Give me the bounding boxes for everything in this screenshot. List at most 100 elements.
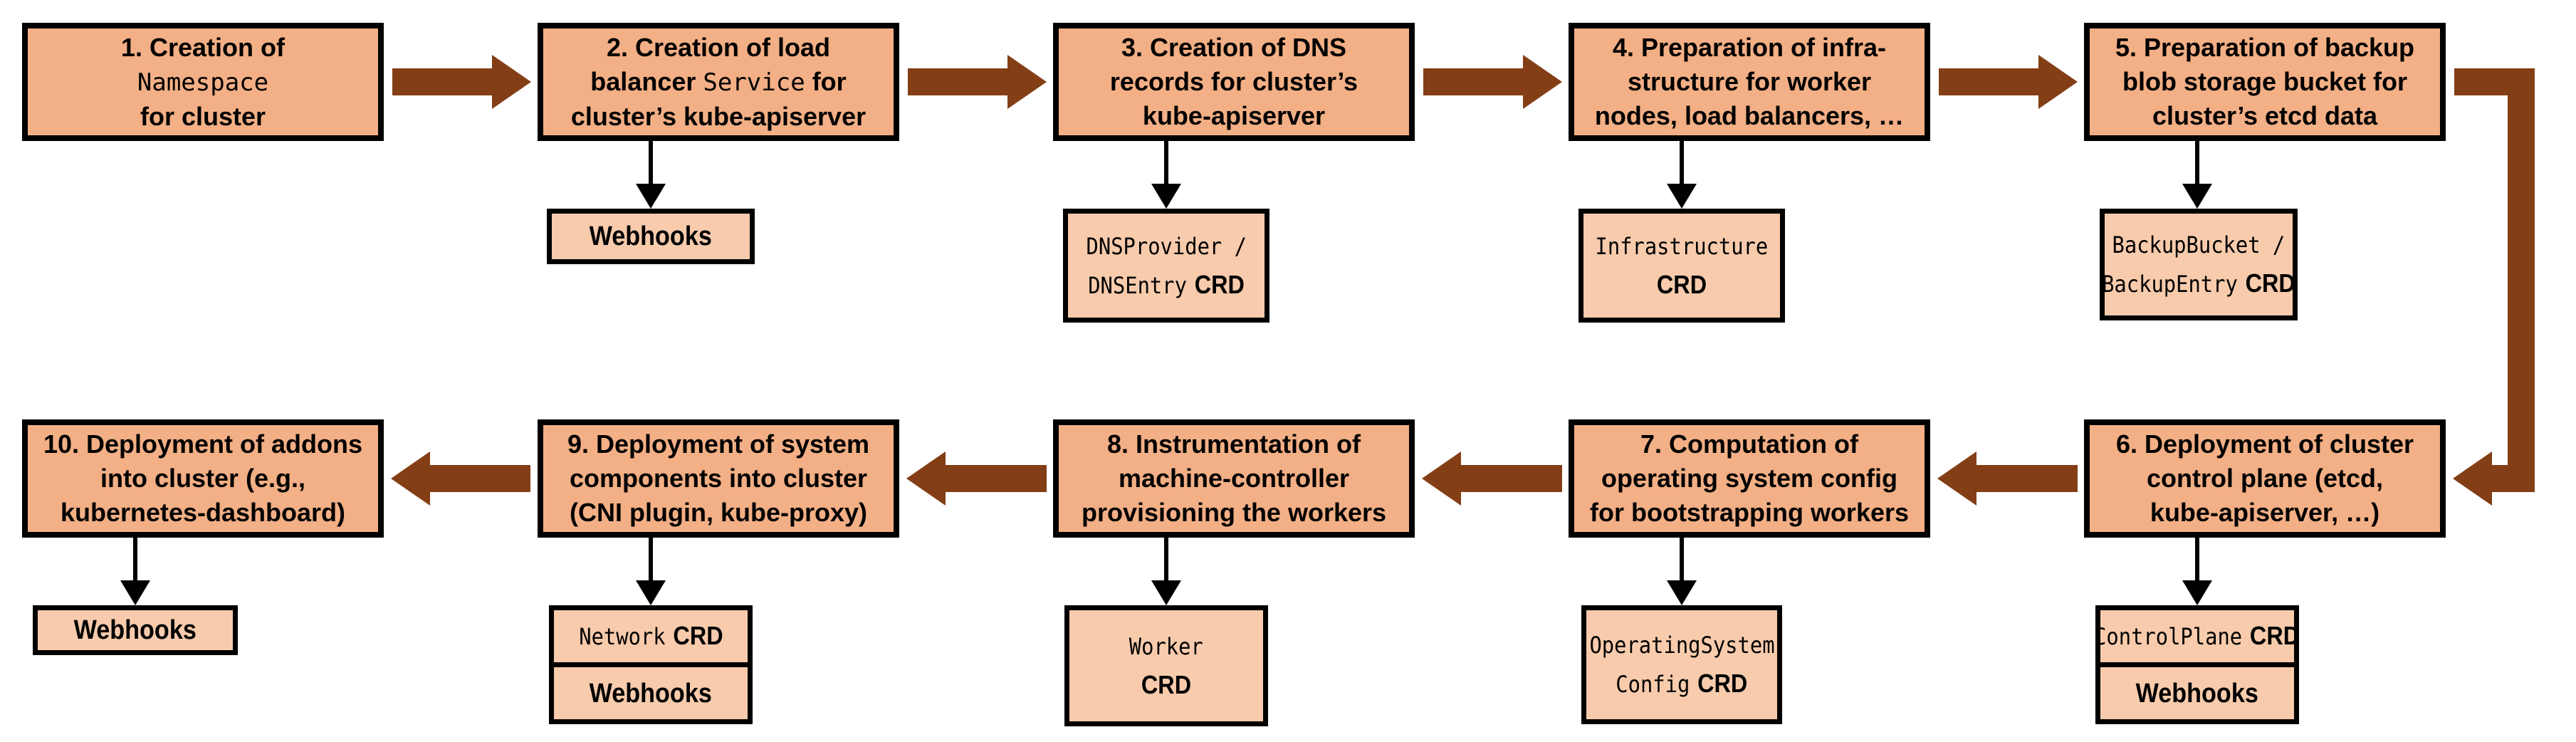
arrow-shaft: [1423, 68, 1523, 95]
step-7-box: 7. Computation of operating system confi…: [1569, 419, 1930, 538]
arrow-down-icon: [120, 580, 150, 605]
crd-line: DNSProvider /: [1086, 232, 1247, 260]
arrow-shaft: [946, 465, 1047, 492]
arrow-shaft: [1939, 68, 2038, 95]
step-8-title-line: machine-controller: [1118, 464, 1350, 493]
webhooks-row: Webhooks: [554, 662, 748, 719]
connector-line: [133, 538, 137, 582]
arrow-right-icon: [492, 55, 531, 109]
arrow-shaft: [1976, 465, 2078, 492]
step-1-title-line: for cluster: [140, 101, 266, 131]
step-5-box: 5. Preparation of backup blob storage bu…: [2084, 23, 2446, 141]
arrow-down-icon: [636, 580, 666, 605]
crd-line: Infrastructure: [1595, 233, 1769, 260]
step-9-title-line: components into cluster: [569, 464, 868, 493]
arrow-left-icon: [1937, 451, 1976, 506]
step-9-box: 9. Deployment of system components into …: [538, 419, 899, 538]
step-3-title-line: records for cluster’s: [1109, 67, 1358, 96]
step-3-box: 3. Creation of DNS records for cluster’s…: [1053, 23, 1415, 141]
step-8-crd-box: Worker CRD: [1064, 605, 1268, 726]
step-1-box: 1. Creation of Namespace for cluster: [22, 23, 384, 141]
step-6-box: 6. Deployment of cluster control plane (…: [2084, 419, 2446, 538]
connector-line: [2195, 141, 2199, 185]
arrow-down-icon: [1667, 580, 1697, 605]
step-10-title-line: 10. Deployment of addons: [43, 429, 363, 459]
step-8-title-line: provisioning the workers: [1081, 498, 1387, 527]
step-10-box: 10. Deployment of addons into cluster (e…: [22, 419, 384, 538]
step-10-webhooks-box: Webhooks: [33, 605, 238, 655]
step-2-box: 2. Creation of load balancer Service for…: [538, 23, 899, 141]
elbow-vertical-bar: [2508, 68, 2535, 492]
step-9-title-line: 9. Deployment of system: [567, 429, 870, 459]
connector-line: [1680, 538, 1684, 582]
arrow-left-icon: [1422, 451, 1461, 506]
step-6-title-line: control plane (etcd,: [2146, 464, 2384, 493]
step-10-title-line: into cluster (e.g.,: [100, 464, 306, 493]
step-4-title-line: 4. Preparation of infra-: [1612, 33, 1887, 62]
step-6-title-line: 6. Deployment of cluster: [2115, 429, 2414, 459]
step-3-title-line: kube-apiserver: [1142, 101, 1326, 130]
step-2-title-line: balancer Service for: [590, 66, 847, 97]
step-4-title-line: structure for worker: [1627, 67, 1872, 96]
step-2-webhooks-box: Webhooks: [547, 209, 755, 264]
arrow-right-icon: [1007, 55, 1047, 109]
crd-line: Worker: [1129, 633, 1204, 660]
step-3-title-line: 3. Creation of DNS: [1121, 33, 1347, 62]
crd-line: CRD: [1141, 670, 1192, 699]
crd-line: CRD: [1656, 270, 1707, 299]
connector-line: [649, 538, 653, 582]
arrow-left-icon: [2453, 451, 2492, 506]
arrow-down-icon: [2182, 184, 2212, 209]
step-2-title-line: 2. Creation of load: [606, 32, 831, 62]
arrow-down-icon: [2182, 580, 2212, 605]
step-2-title-line: cluster’s kube-apiserver: [570, 101, 866, 131]
step-5-title-line: blob storage bucket for: [2122, 67, 2408, 96]
elbow-bottom-bar: [2491, 465, 2535, 492]
webhooks-row: Webhooks: [2100, 662, 2294, 719]
step-1-title-line: 1. Creation of: [120, 32, 286, 62]
step-5-title-line: cluster’s etcd data: [2152, 101, 2378, 130]
arrow-shaft: [392, 68, 492, 95]
connector-line: [2195, 538, 2199, 582]
step-8-title-line: 8. Instrumentation of: [1106, 429, 1361, 459]
step-4-box: 4. Preparation of infra- structure for w…: [1569, 23, 1930, 141]
step-1-title-line: Namespace: [137, 68, 269, 97]
webhooks-label: Webhooks: [73, 615, 197, 645]
arrow-down-icon: [636, 184, 666, 209]
step-6-title-line: kube-apiserver, …): [2150, 498, 2380, 527]
arrow-left-icon: [391, 451, 430, 506]
connector-line: [649, 141, 653, 185]
step-4-title-line: nodes, load balancers, …: [1594, 101, 1905, 130]
arrow-shaft: [430, 465, 530, 492]
step-7-title-line: for bootstrapping workers: [1589, 498, 1910, 527]
arrow-shaft: [908, 68, 1007, 95]
arrow-right-icon: [2038, 55, 2078, 109]
connector-line: [1164, 141, 1168, 185]
arrow-left-icon: [906, 451, 946, 506]
webhooks-label: Webhooks: [589, 221, 713, 251]
crd-line: OperatingSystem: [1588, 632, 1775, 659]
connector-line: [1164, 538, 1168, 582]
step-10-title-line: kubernetes-dashboard): [60, 498, 346, 527]
crd-line: BackupBucket /: [2112, 231, 2286, 258]
arrow-right-icon: [1523, 55, 1562, 109]
step-7-title-line: operating system config: [1601, 464, 1898, 493]
connector-line: [1680, 141, 1684, 185]
arrow-down-icon: [1151, 580, 1181, 605]
arrow-down-icon: [1151, 184, 1181, 209]
arrow-down-icon: [1667, 184, 1697, 209]
step-7-title-line: 7. Computation of: [1640, 429, 1858, 459]
arrow-shaft: [1461, 465, 1562, 492]
step-4-crd-box: Infrastructure CRD: [1578, 209, 1785, 323]
